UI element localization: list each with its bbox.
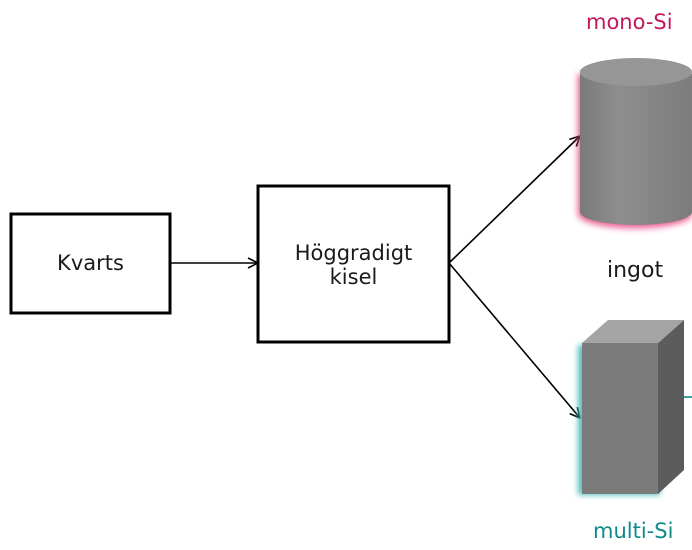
ingot-label: ingot bbox=[607, 258, 664, 283]
arrow-silicon-to-mono bbox=[448, 136, 580, 264]
mono-si-label: mono-Si bbox=[586, 10, 673, 34]
silicon-label-line1: Höggradigt bbox=[294, 241, 413, 265]
quartz-box bbox=[9, 212, 172, 315]
arrow-silicon-to-multi bbox=[448, 262, 580, 418]
multi-si-label: multi-Si bbox=[593, 519, 674, 543]
quartz-label: Kvarts bbox=[57, 251, 124, 275]
silicon-label-line2: kisel bbox=[329, 265, 378, 289]
mono-si-ingot bbox=[578, 58, 692, 228]
silicon-label: Höggradigt kisel bbox=[258, 241, 449, 289]
silicon-box bbox=[256, 184, 451, 344]
multi-si-block bbox=[578, 320, 692, 495]
